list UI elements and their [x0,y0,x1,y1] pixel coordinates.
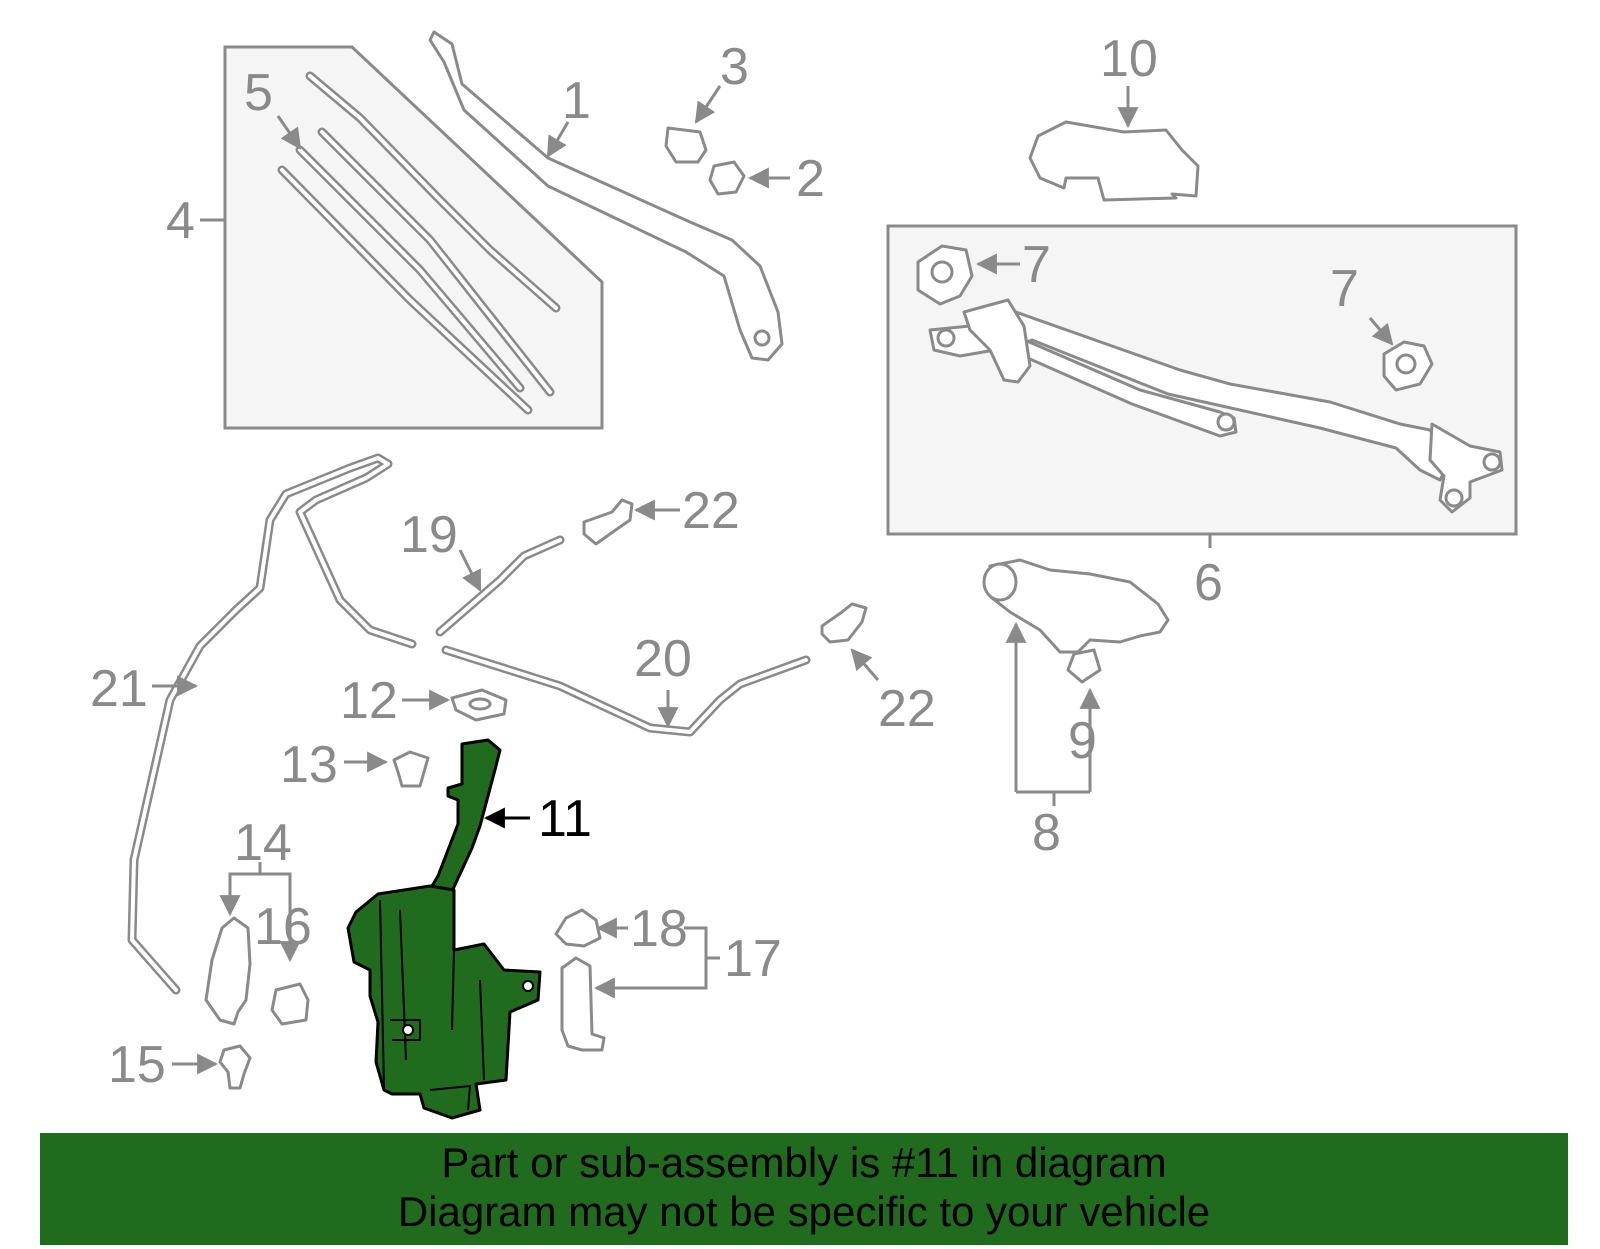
washer-nozzle-upper [582,498,680,546]
callout-3: 3 [720,38,749,96]
callout-12: 12 [340,672,398,730]
wiper-motor [982,558,1170,806]
callout-labels: 1 2 3 4 5 6 7 7 8 9 10 11 12 13 14 15 16… [90,30,1359,1094]
callout-20: 20 [634,630,692,688]
arm-cap [664,85,722,164]
callout-16: 16 [254,898,312,956]
callout-1: 1 [562,72,591,130]
washer-nozzle-lower [820,602,880,681]
callout-4: 4 [166,192,195,250]
washer-hoses [127,453,811,995]
info-banner: Part or sub-assembly is #11 in diagram D… [40,1133,1568,1245]
callout-2: 2 [796,150,825,208]
washer-reservoir-highlighted [346,738,542,1120]
callout-7b: 7 [1330,260,1359,318]
callout-11: 11 [538,790,592,848]
washer-pump [172,862,310,1090]
wiper-arm [428,30,784,362]
banner-line-1: Part or sub-assembly is #11 in diagram [441,1139,1167,1186]
callout-21: 21 [90,660,148,718]
banner-line-2: Diagram may not be specific to your vehi… [397,1188,1211,1235]
callout-15: 15 [108,1036,166,1094]
callout-22b: 22 [878,680,936,738]
level-sensor [554,908,720,1052]
callout-13: 13 [280,736,338,794]
tank-seal [402,688,508,722]
linkage-box [886,224,1518,548]
callout-17: 17 [724,930,782,988]
callout-18: 18 [630,900,688,958]
callout-7a: 7 [1022,236,1051,294]
arm-nut [708,160,790,196]
callout-19: 19 [400,506,458,564]
callout-8: 8 [1032,804,1061,862]
callout-22a: 22 [682,482,740,540]
callout-6: 6 [1194,554,1223,612]
wiper-blade-box [200,45,604,430]
callout-10: 10 [1100,30,1158,88]
callout-5: 5 [244,64,273,122]
callout-9: 9 [1068,712,1097,770]
grommet-13 [344,750,430,788]
linkage-cover [1028,86,1200,202]
callout-14: 14 [234,814,292,872]
